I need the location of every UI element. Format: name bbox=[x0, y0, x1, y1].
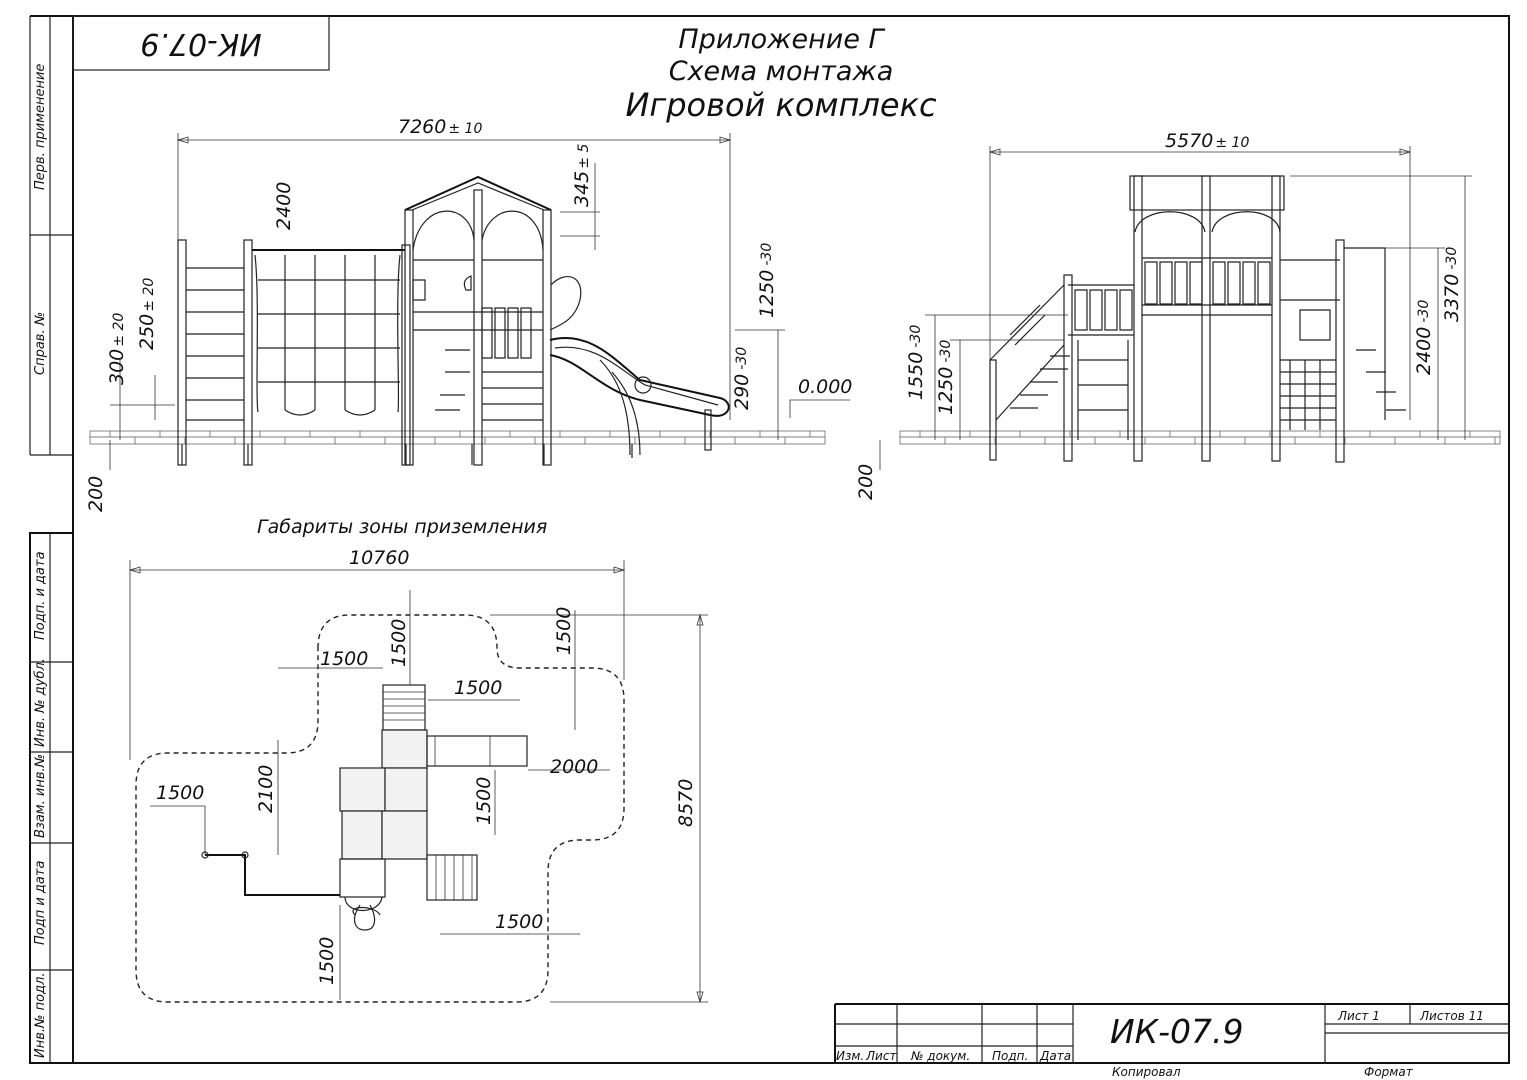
plan-d1500-f: 1500 bbox=[473, 777, 495, 825]
side-dimensions: 5570± 10 3370-30 2400-30 1550-30 1250-30… bbox=[855, 130, 1472, 500]
side-podp-i-data-1: Подп. и дата bbox=[33, 551, 48, 640]
side-panel bbox=[1142, 257, 1272, 316]
front-zero-mark: 0.000 bbox=[798, 376, 852, 398]
stamp-format: Формат bbox=[1364, 1065, 1414, 1079]
plan-d1500-g: 1500 bbox=[495, 911, 543, 933]
stamp-list: Лист bbox=[865, 1049, 897, 1063]
front-width-value: 7260± 10 bbox=[398, 116, 482, 138]
title-line-3: Игровой комплекс bbox=[625, 86, 936, 124]
plan-d1500-c: 1500 bbox=[454, 677, 502, 699]
plan-equipment bbox=[201, 684, 528, 931]
side-d1250: 1250-30 bbox=[935, 340, 957, 415]
front-tower bbox=[404, 175, 552, 466]
front-d290: 290-30 bbox=[731, 347, 753, 410]
stamp-sheet: Лист 1 bbox=[1337, 1009, 1380, 1023]
stamp-designation: ИК-07.9 bbox=[1110, 1012, 1244, 1051]
side-left-module bbox=[989, 274, 1134, 462]
side-depth-200: 200 bbox=[855, 464, 877, 500]
side-vzam-inv-no: Взам. инв.№ bbox=[33, 754, 48, 838]
side-inv-no-dubl: Инв. № дубл. bbox=[33, 658, 48, 747]
front-height-2400: 2400 bbox=[273, 182, 295, 230]
front-d1250: 1250-30 bbox=[756, 243, 778, 318]
sheet-frame bbox=[29, 15, 1510, 1064]
side-podp-i-data-2: Подп и дата bbox=[33, 861, 48, 945]
side-width-value: 5570± 10 bbox=[1165, 130, 1249, 152]
plan-d1500-h: 1500 bbox=[316, 937, 338, 985]
code-box-rotated: ИК-07.9 bbox=[72, 15, 330, 71]
front-d345: 345± 5 bbox=[571, 144, 593, 207]
plan-dimensions: 10760 8570 1500 1500 1500 1500 2000 2100… bbox=[128, 547, 708, 1004]
plan-d1500-a: 1500 bbox=[388, 619, 410, 667]
plan-landing-zone bbox=[135, 614, 625, 1003]
code-rotated-text: ИК-07.9 bbox=[140, 26, 261, 61]
title-line-2: Схема монтажа bbox=[669, 56, 894, 87]
side-d1550: 1550-30 bbox=[905, 325, 927, 400]
side-inv-no-podl: Инв.№ подл. bbox=[33, 972, 48, 1058]
front-dimensions: 7260± 10 2400 345± 5 1250-30 290-30 300±… bbox=[85, 116, 852, 512]
side-right-module bbox=[1280, 239, 1406, 463]
plan-d1500-d: 1500 bbox=[553, 607, 575, 655]
plan-d2100: 2100 bbox=[255, 765, 277, 813]
front-depth-200: 200 bbox=[85, 476, 107, 512]
plan-view: Габариты зоны приземления bbox=[135, 516, 625, 1003]
plan-d1500-e: 1500 bbox=[156, 782, 204, 804]
front-ground bbox=[89, 430, 826, 445]
stamp-no-dokum: № докум. bbox=[910, 1049, 970, 1063]
title-line-1: Приложение Г bbox=[678, 24, 885, 55]
front-d250: 250± 20 bbox=[136, 278, 158, 350]
side-d2400: 2400-30 bbox=[1413, 300, 1435, 375]
stamp-podp: Подп. bbox=[992, 1049, 1028, 1063]
stamp-copied: Копировал bbox=[1112, 1065, 1181, 1079]
front-view bbox=[89, 175, 826, 466]
side-roof bbox=[1129, 175, 1285, 462]
plan-overall-height: 8570 bbox=[675, 779, 697, 827]
title-block: Изм. Лист № докум. Подп. Дата ИК-07.9 Ли… bbox=[834, 1003, 1509, 1079]
front-legs bbox=[181, 444, 633, 465]
plan-caption: Габариты зоны приземления bbox=[257, 516, 547, 538]
stamp-izm: Изм. bbox=[836, 1049, 864, 1063]
plan-overall-width: 10760 bbox=[349, 547, 409, 569]
front-net-frame bbox=[252, 244, 411, 466]
stamp-data: Дата bbox=[1039, 1049, 1071, 1063]
front-slide bbox=[549, 276, 730, 456]
plan-d1500-b: 1500 bbox=[320, 648, 368, 670]
plan-d2000: 2000 bbox=[550, 756, 598, 778]
side-sprav-no: Справ. № bbox=[33, 312, 48, 375]
side-view bbox=[899, 175, 1501, 463]
side-d3370: 3370-30 bbox=[1441, 247, 1463, 322]
side-perv-primenenie: Перв. применение bbox=[33, 64, 48, 190]
stamp-sheets: Листов 11 bbox=[1419, 1009, 1484, 1023]
front-d300: 300± 20 bbox=[106, 313, 128, 385]
side-ground bbox=[899, 430, 1501, 445]
